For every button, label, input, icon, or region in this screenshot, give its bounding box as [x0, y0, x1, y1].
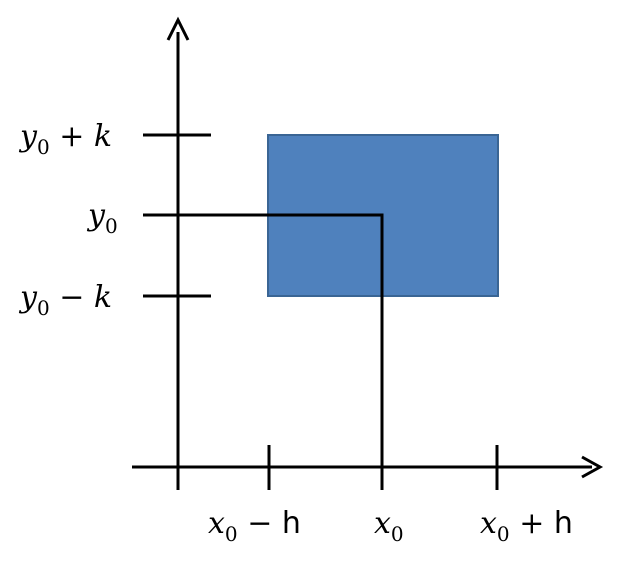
- x-axis-arrowhead: [581, 455, 604, 479]
- label-y-center: y0: [86, 198, 118, 238]
- label-x-left: x0 − h: [208, 506, 301, 546]
- y-axis-arrowhead: [166, 16, 190, 41]
- label-x-center: x0: [374, 506, 404, 546]
- center-guide-lines: [178, 213, 384, 467]
- label-y-upper: y0 + k: [18, 119, 112, 159]
- label-x-right: x0 + h: [480, 506, 573, 546]
- label-y-lower: y0 − k: [18, 280, 112, 320]
